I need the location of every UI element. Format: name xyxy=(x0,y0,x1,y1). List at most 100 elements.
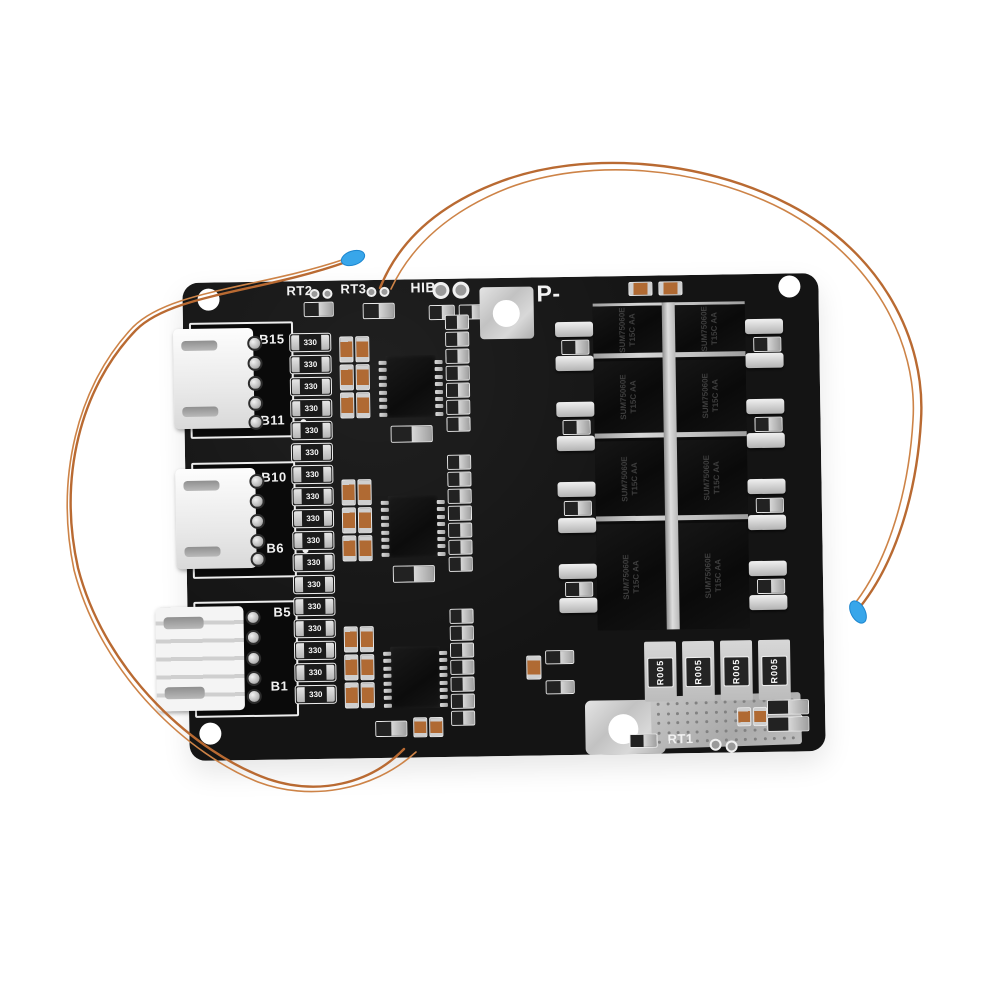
smd-component xyxy=(447,505,473,521)
resistor-value: 330 xyxy=(305,469,320,480)
capacitor xyxy=(340,392,355,419)
resistor-value: 330 xyxy=(306,535,321,546)
via-dot xyxy=(666,702,670,706)
ic-pin xyxy=(437,551,446,556)
ic-pin xyxy=(439,695,448,700)
capacitor xyxy=(753,706,768,727)
label-b6: B6 xyxy=(266,540,285,556)
via-dot xyxy=(694,701,699,705)
resistor-330: 330 xyxy=(293,618,336,639)
smd-component xyxy=(450,693,476,709)
smd-component xyxy=(303,301,334,318)
resistor-330: 330 xyxy=(290,398,333,419)
mosfet-lead xyxy=(558,517,597,534)
resistor-330: 330 xyxy=(293,640,337,661)
ic-pin xyxy=(439,658,448,663)
capacitor xyxy=(339,336,354,363)
mounting-hole xyxy=(778,275,801,298)
resistor-330: 330 xyxy=(292,574,336,595)
capacitor xyxy=(355,364,370,391)
smd-component xyxy=(766,699,810,715)
via-dot xyxy=(714,700,718,704)
ic-pin xyxy=(378,368,387,373)
via-dot xyxy=(705,729,709,734)
connector-slot xyxy=(164,686,205,700)
ic-pin xyxy=(383,651,392,656)
mosfet-lead xyxy=(556,435,595,452)
via-dot xyxy=(666,712,670,716)
via-dot xyxy=(734,728,738,733)
capacitor xyxy=(737,707,752,727)
label-b10: B10 xyxy=(261,469,287,485)
capacitor xyxy=(413,717,428,738)
resistor-330: 330 xyxy=(289,354,332,375)
label-b15: B15 xyxy=(259,331,285,347)
capacitor xyxy=(356,392,371,419)
ic-pin xyxy=(434,389,444,394)
mosfet-lead xyxy=(744,318,784,335)
resistor-330: 330 xyxy=(291,464,334,485)
resistor-value: 330 xyxy=(303,359,318,370)
via-dot xyxy=(675,702,679,706)
ic-pin xyxy=(383,659,392,664)
via-dot xyxy=(705,720,709,724)
via-dot xyxy=(676,721,680,725)
capacitor xyxy=(628,281,653,297)
mosfet-lead xyxy=(747,478,786,495)
smd-component xyxy=(392,565,436,583)
ic-pin xyxy=(436,499,445,505)
via-dot xyxy=(656,712,661,716)
smd-component xyxy=(754,416,783,433)
via-dot xyxy=(753,737,757,742)
resistor-value: 330 xyxy=(305,447,319,458)
ic-pin xyxy=(435,396,444,402)
capacitor xyxy=(526,655,542,680)
rt2-pad xyxy=(309,288,320,300)
smd-component xyxy=(563,500,592,517)
connector-slot xyxy=(183,480,220,492)
label-b11: B11 xyxy=(260,412,286,428)
resistor-value: 330 xyxy=(307,623,322,634)
ic-pin xyxy=(435,404,444,409)
capacitor xyxy=(355,336,370,363)
via-dot xyxy=(772,737,777,741)
via-dot xyxy=(792,736,796,740)
rt3-pad xyxy=(366,286,377,298)
smd-component xyxy=(446,416,471,432)
via-dot xyxy=(782,736,786,741)
shunt-label: R005 xyxy=(723,656,750,687)
smd-component xyxy=(390,425,433,443)
ic-pin xyxy=(378,383,387,388)
smd-component xyxy=(562,419,591,436)
smd-component xyxy=(448,539,473,555)
smd-component xyxy=(447,488,472,504)
ic-pin xyxy=(383,703,392,708)
smd-component xyxy=(753,336,782,353)
label-p-minus: P- xyxy=(536,280,561,307)
ic-pin xyxy=(378,390,388,395)
via-dot xyxy=(744,738,748,742)
capacitor xyxy=(344,682,359,709)
resistor-330: 330 xyxy=(290,442,334,463)
resistor-value: 330 xyxy=(306,513,320,524)
capacitor xyxy=(360,654,375,681)
ic-pin xyxy=(383,673,392,679)
mosfet-lead xyxy=(748,514,787,531)
ic-pin xyxy=(437,522,446,527)
ic-pin xyxy=(379,405,388,410)
label-rt2: RT2 xyxy=(286,282,313,299)
shunt-resistor: R005 xyxy=(643,641,677,702)
ic-pin xyxy=(439,687,448,693)
rt1-pad xyxy=(709,738,722,751)
smd-component xyxy=(755,497,784,514)
smd-component xyxy=(757,578,786,595)
via-dot xyxy=(753,728,757,732)
mosfet-lead xyxy=(746,398,785,415)
thermistor-bead xyxy=(849,600,867,624)
via-dot xyxy=(723,700,727,704)
